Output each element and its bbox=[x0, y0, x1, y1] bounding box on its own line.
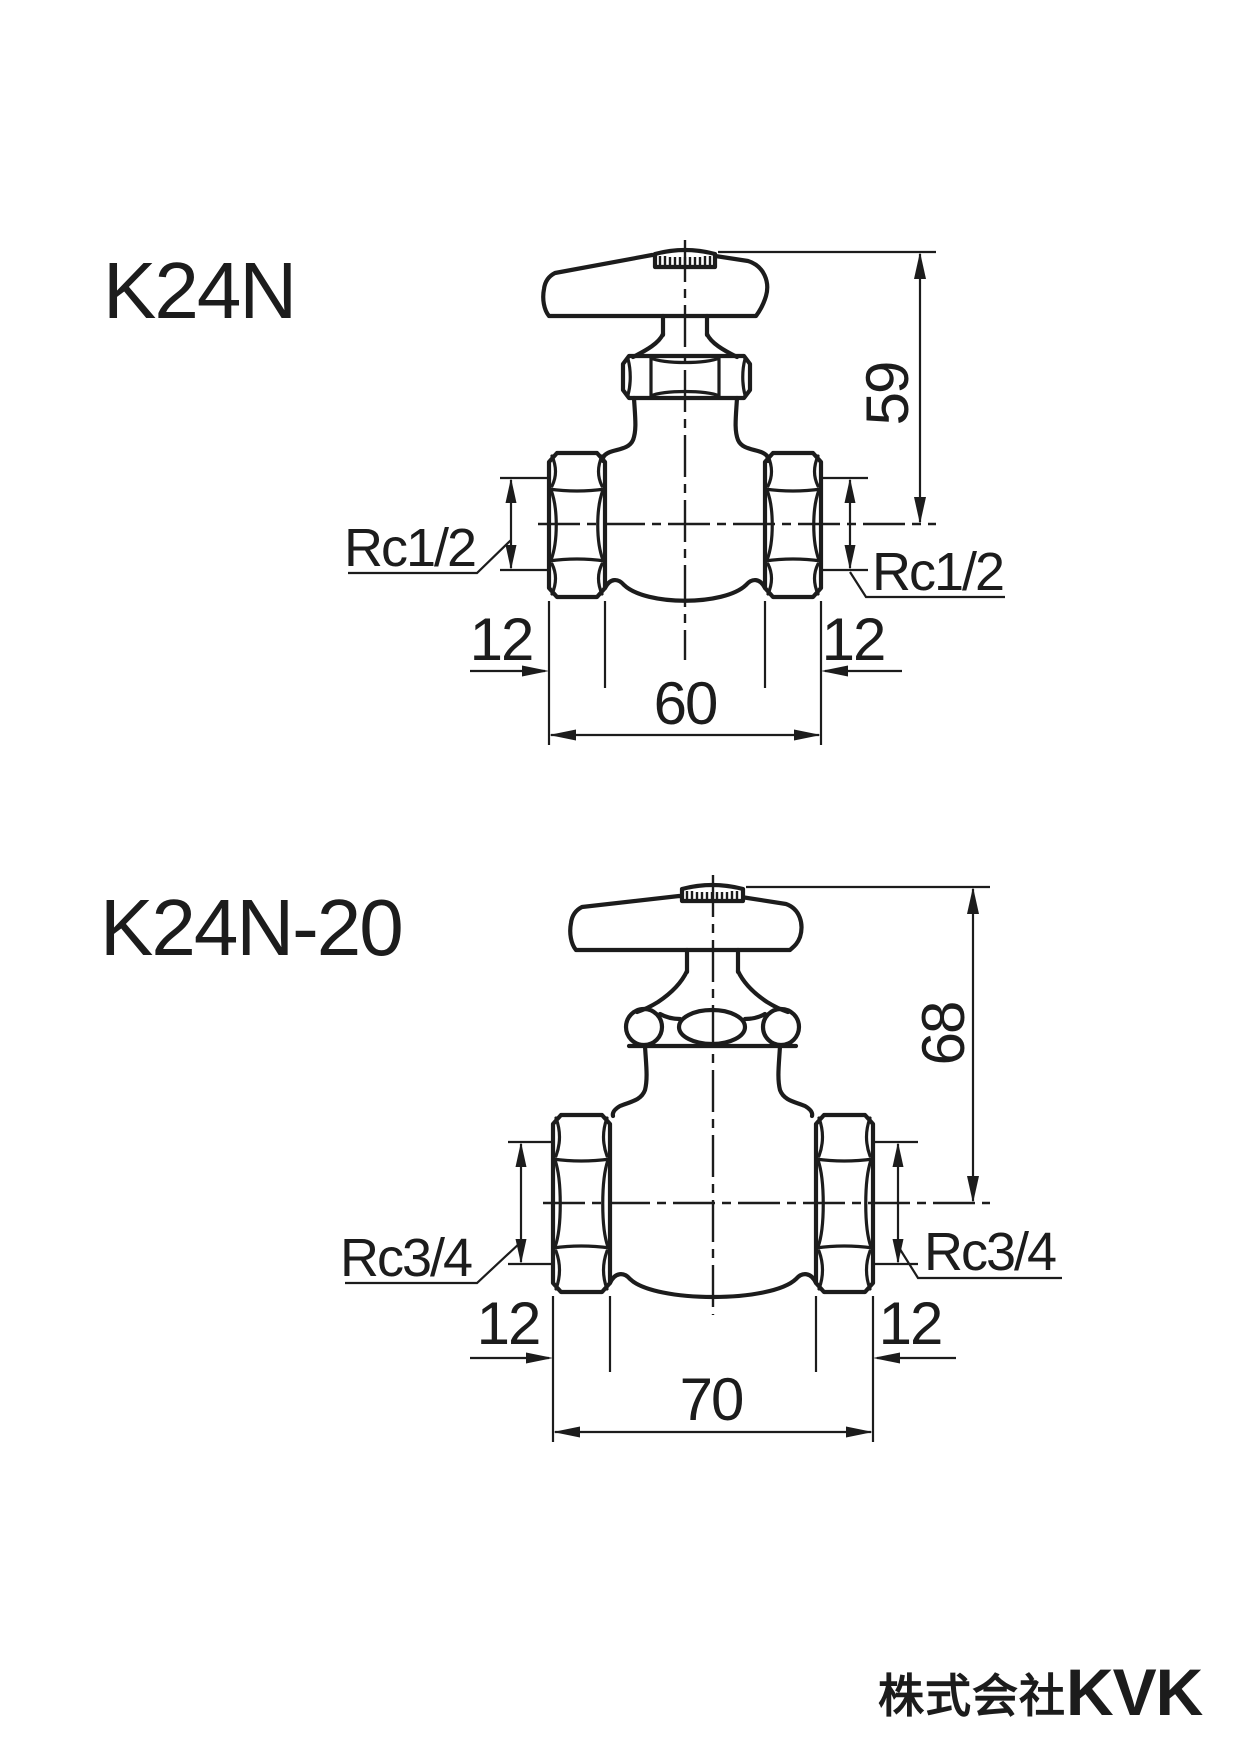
thread-left-dim-lines bbox=[348, 476, 549, 575]
handle-outline bbox=[568, 893, 804, 953]
thread-right-arrow-down bbox=[844, 545, 856, 570]
logo-company-prefix: 株式会社 bbox=[878, 1670, 1066, 1722]
thread-label-right: Rc3/4 bbox=[924, 1222, 1056, 1282]
model-label-k24n: K24N bbox=[103, 246, 295, 335]
dim-70-arrow-right bbox=[846, 1426, 873, 1438]
valve-body-k24n bbox=[541, 247, 824, 603]
dim-68-arrow-down bbox=[967, 1176, 979, 1203]
dim-hex-right: 12 bbox=[879, 1290, 942, 1357]
stem bbox=[684, 947, 741, 975]
stem bbox=[660, 313, 710, 338]
thread-left-arrow-up bbox=[505, 478, 517, 503]
dim-width-60: 60 bbox=[654, 670, 717, 737]
thread-left-arrow-down bbox=[505, 545, 517, 570]
thread-right-arrow-down bbox=[892, 1239, 904, 1264]
wing-connectors bbox=[657, 1011, 768, 1022]
thread-left-arrow-down bbox=[515, 1239, 527, 1264]
wing-circle-left bbox=[623, 1006, 665, 1048]
dim-width-70: 70 bbox=[680, 1366, 743, 1433]
dim-59-arrow-up bbox=[914, 252, 926, 279]
dim-height-59: 59 bbox=[854, 363, 921, 426]
valve-drawing-k24n-20: K24N-20 68 Rc3/4 Rc3/4 12 12 70 bbox=[100, 875, 1062, 1442]
dimensions-k24n-20 bbox=[345, 885, 1062, 1442]
knurl-ticks bbox=[685, 891, 739, 901]
body-neck bbox=[610, 1043, 815, 1119]
centerlines-k24n-20 bbox=[543, 875, 990, 1315]
dim-height-68: 68 bbox=[910, 1003, 977, 1066]
dim-60-arrow-left bbox=[549, 729, 576, 741]
dim-12-left-arrow bbox=[522, 665, 549, 677]
company-logo: 株式会社 KVK bbox=[878, 1655, 1205, 1729]
coupling-nut-left bbox=[546, 450, 608, 600]
thread-right-arrow-up bbox=[892, 1142, 904, 1167]
bonnet-facets bbox=[626, 355, 747, 399]
thread-label-right: Rc1/2 bbox=[872, 542, 1003, 602]
extension-lines bbox=[551, 1296, 875, 1442]
thread-left-dim-lines bbox=[345, 1140, 553, 1285]
dim-59-lines bbox=[718, 250, 936, 522]
dim-70-arrow-left bbox=[553, 1426, 580, 1438]
coupling-nut-right bbox=[762, 450, 824, 600]
logo-brand-kvk: KVK bbox=[1066, 1655, 1204, 1729]
dim-60-arrow-right bbox=[794, 729, 821, 741]
dim-hex-right: 12 bbox=[822, 606, 885, 673]
thread-label-left: Rc1/2 bbox=[344, 518, 475, 578]
coupling-nut-left bbox=[550, 1112, 613, 1295]
dim-hex-left: 12 bbox=[477, 1290, 540, 1357]
valve-drawing-k24n: K24N 59 Rc1/2 Rc1/2 12 12 60 bbox=[103, 240, 1005, 745]
knurl-ticks bbox=[658, 256, 712, 266]
dim-68-arrow-up bbox=[967, 887, 979, 914]
dim-hex-left: 12 bbox=[470, 606, 533, 673]
dim-59-arrow-down bbox=[914, 497, 926, 524]
extension-lines bbox=[547, 601, 823, 745]
dim-12-right-arrow bbox=[873, 1352, 900, 1364]
dim-68-lines bbox=[746, 885, 990, 1201]
thread-right-arrow-up bbox=[844, 478, 856, 503]
thread-left-arrow-up bbox=[515, 1142, 527, 1167]
dim-12-right-arrow bbox=[821, 665, 848, 677]
wing-circle-right bbox=[760, 1006, 802, 1048]
coupling-nut-right bbox=[813, 1112, 876, 1295]
centerlines-k24n bbox=[538, 240, 936, 660]
model-label-k24n-20: K24N-20 bbox=[100, 883, 402, 972]
dim-12-left-arrow bbox=[526, 1352, 553, 1364]
thread-label-left: Rc3/4 bbox=[340, 1228, 472, 1288]
